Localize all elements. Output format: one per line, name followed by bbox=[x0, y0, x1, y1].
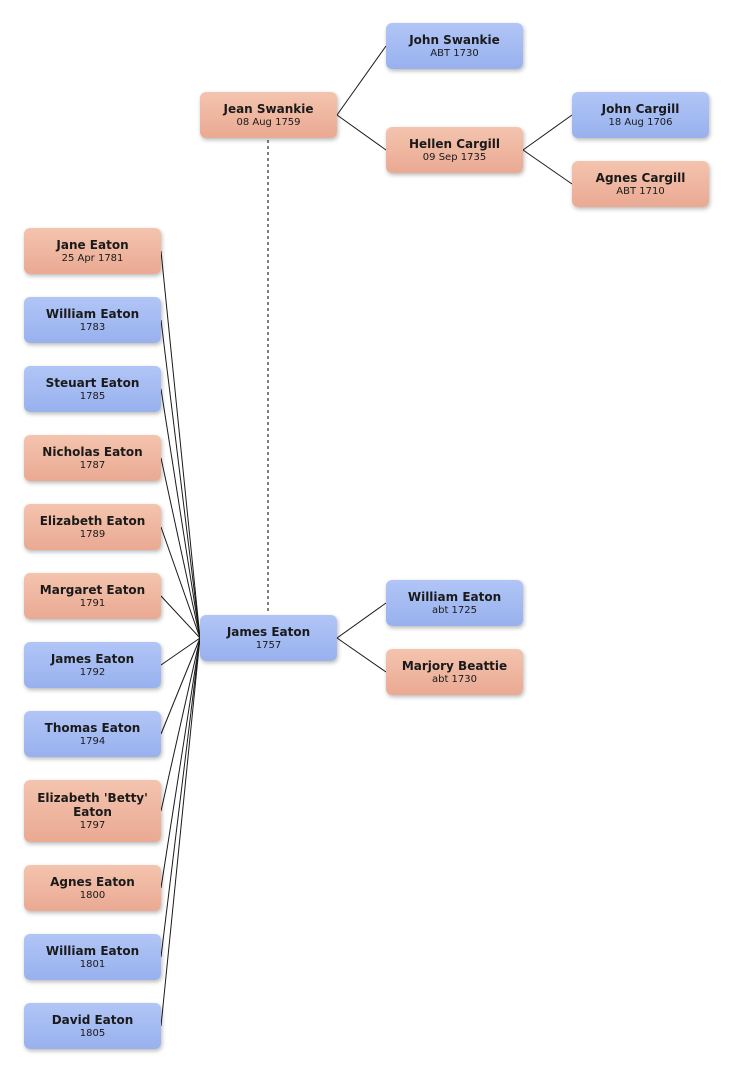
person-date: ABT 1730 bbox=[430, 47, 479, 59]
person-date: ABT 1710 bbox=[616, 185, 665, 197]
child-connector bbox=[160, 637, 201, 812]
person-date: 18 Aug 1706 bbox=[608, 116, 673, 128]
person-date: abt 1730 bbox=[431, 673, 478, 685]
person-date: 1805 bbox=[79, 1027, 106, 1039]
person-date: 1789 bbox=[79, 528, 106, 540]
person-date: 09 Sep 1735 bbox=[422, 151, 487, 163]
person-name: Elizabeth 'Betty' Eaton bbox=[37, 790, 148, 819]
person-name: Jean Swankie bbox=[223, 101, 314, 116]
person-name: David Eaton bbox=[51, 1012, 134, 1027]
person-date: 1792 bbox=[79, 666, 106, 678]
person-name: Jane Eaton bbox=[56, 237, 129, 252]
parent-connector bbox=[336, 114, 387, 151]
child-connector bbox=[160, 595, 201, 639]
person-name: James Eaton bbox=[50, 651, 135, 666]
person-date: 1797 bbox=[79, 819, 106, 831]
person-date: 1801 bbox=[79, 958, 106, 970]
person-name: James Eaton bbox=[226, 624, 311, 639]
child-connector bbox=[160, 637, 201, 958]
person-name: John Cargill bbox=[601, 101, 680, 116]
person-date: 1800 bbox=[79, 889, 106, 901]
parent-connector bbox=[522, 114, 573, 151]
child-connector bbox=[160, 637, 201, 1027]
child-connector bbox=[160, 637, 201, 889]
parent-connector bbox=[522, 149, 573, 185]
parent-connector bbox=[336, 602, 387, 639]
child-connector bbox=[160, 637, 201, 666]
parent-connector bbox=[336, 45, 387, 116]
person-name: William Eaton bbox=[45, 306, 140, 321]
person-name: William Eaton bbox=[45, 943, 140, 958]
person-name: John Swankie bbox=[409, 32, 500, 47]
person-name: Hellen Cargill bbox=[408, 136, 501, 151]
person-name: Margaret Eaton bbox=[39, 582, 146, 597]
child-connector bbox=[160, 388, 201, 639]
person-name: Agnes Eaton bbox=[50, 874, 135, 889]
child-connector bbox=[160, 637, 201, 735]
child-connector bbox=[160, 250, 201, 639]
person-date: 1785 bbox=[79, 390, 106, 402]
person-name: William Eaton bbox=[407, 589, 502, 604]
child-connector bbox=[160, 319, 201, 639]
person-date: 1794 bbox=[79, 735, 106, 747]
person-date: 1791 bbox=[79, 597, 106, 609]
person-date: 1787 bbox=[79, 459, 106, 471]
person-name: Nicholas Eaton bbox=[42, 444, 143, 459]
person-date: 1783 bbox=[79, 321, 106, 333]
person-date: 25 Apr 1781 bbox=[61, 252, 124, 264]
person-name: Thomas Eaton bbox=[44, 720, 141, 735]
person-date: 1757 bbox=[255, 639, 282, 651]
person-date: 08 Aug 1759 bbox=[236, 116, 301, 128]
parent-connector bbox=[336, 637, 387, 673]
person-name: Agnes Cargill bbox=[595, 170, 686, 185]
child-connector bbox=[160, 457, 201, 639]
person-name: Steuart Eaton bbox=[45, 375, 140, 390]
person-date: abt 1725 bbox=[431, 604, 478, 616]
child-connector bbox=[160, 526, 201, 639]
person-name: Elizabeth Eaton bbox=[39, 513, 146, 528]
person-name: Marjory Beattie bbox=[401, 658, 508, 673]
